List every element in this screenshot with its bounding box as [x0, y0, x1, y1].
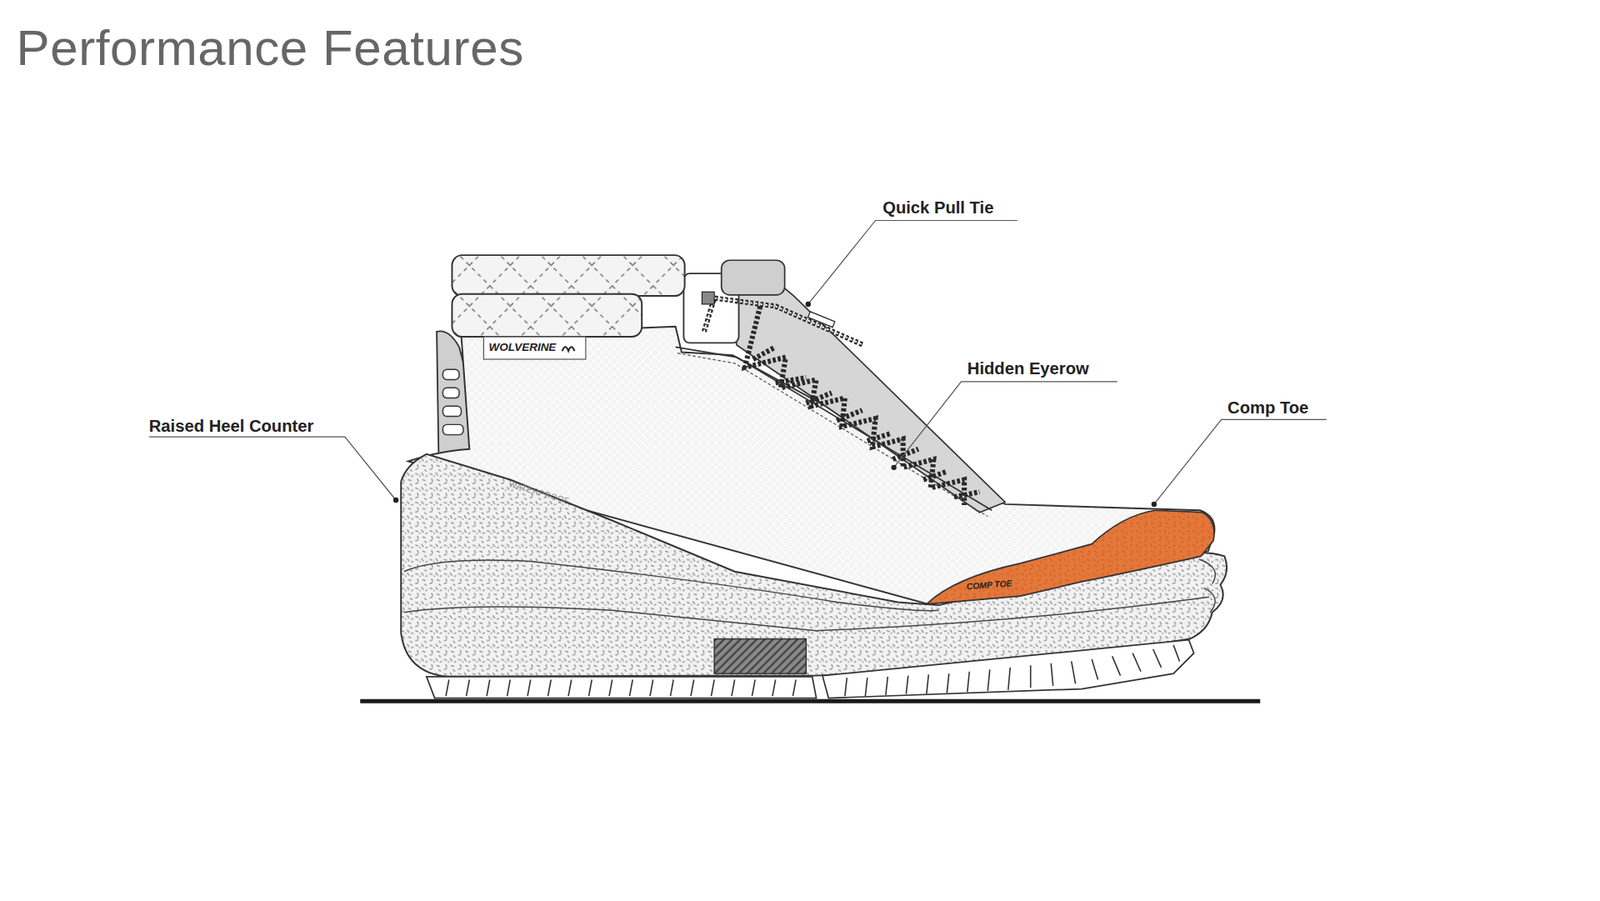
- logo-patch: [483, 336, 585, 360]
- leader-lines: [149, 220, 1327, 504]
- leader-dots: [393, 301, 1157, 507]
- laces: [745, 305, 980, 505]
- tongue: [722, 265, 1005, 512]
- cord-tip: [808, 311, 835, 328]
- logo-mark: [562, 346, 575, 351]
- callout-label: Quick Pull Tie: [882, 198, 994, 219]
- heel-slots: [442, 369, 463, 435]
- outsole-fore: [822, 640, 1195, 699]
- collar-top: [451, 255, 685, 296]
- ground-line: [360, 699, 1260, 704]
- brand-logo: WOLVERINE: [489, 340, 557, 355]
- outsole-heel: [426, 676, 817, 699]
- top-hook: [721, 260, 785, 295]
- eyerow-stitch: [677, 353, 988, 517]
- callout-label: Raised Heel Counter: [149, 416, 315, 437]
- tread-lugs: [445, 645, 1180, 696]
- comp-toe-cap: [926, 510, 1215, 605]
- callout-label: Comp Toe: [1227, 398, 1309, 419]
- callout-label: Hidden Eyerow: [967, 359, 1090, 380]
- cord-lock: [701, 291, 715, 305]
- sole-line: [404, 560, 940, 611]
- quick-pull-cord-fleck: [704, 298, 864, 345]
- toe-bumper-lines: [1199, 559, 1216, 613]
- sole-line: [404, 596, 1210, 630]
- midsole: [400, 454, 1227, 677]
- page-title: Performance Features: [16, 18, 525, 79]
- collar-bottom: [451, 294, 642, 337]
- shank: [714, 639, 806, 675]
- quick-pull-cord: [704, 298, 864, 345]
